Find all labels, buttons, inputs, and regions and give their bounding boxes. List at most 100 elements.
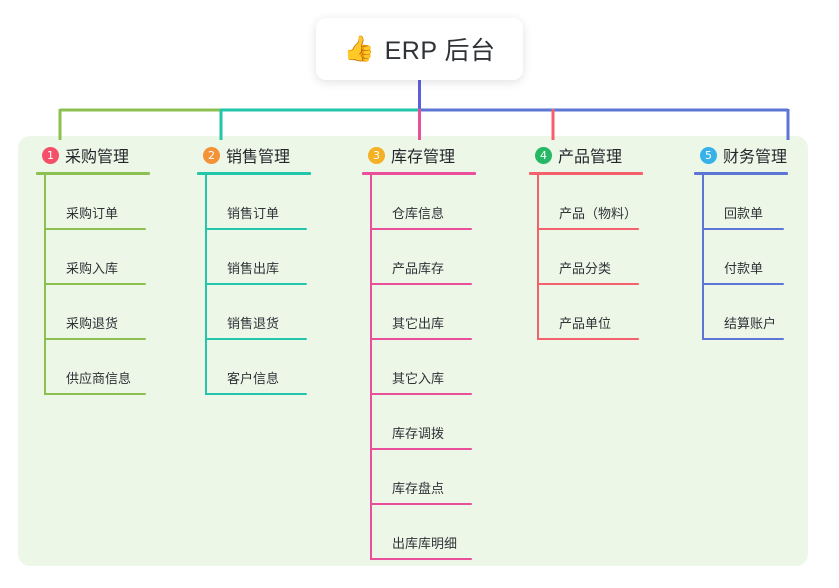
leaf-rule [205,283,307,285]
branch-title-1: 采购管理 [65,149,130,166]
leaf-rule [370,503,472,505]
branch-badge-5: 5 [700,146,717,164]
leaf-label: 供应商信息 [66,371,132,386]
leaf-item[interactable]: 回款单 [694,175,824,230]
branch-column-5: 5 财务管理回款单付款单结算账户 [694,142,824,340]
branch-badge-3: 3 [368,146,385,164]
branch-title-4: 产品管理 [558,149,623,166]
thumbs-up-icon: 👍 [343,34,375,63]
branch-spine-5 [702,175,704,340]
leaf-label: 产品单位 [559,316,612,331]
leaf-label: 库存盘点 [392,481,445,496]
leaf-label: 结算账户 [724,316,777,331]
leaf-rule [44,338,146,340]
leaf-item[interactable]: 产品库存 [362,230,512,285]
branch-spine-1 [44,175,46,395]
leaf-item[interactable]: 出库库明细 [362,505,512,560]
leaf-item[interactable]: 供应商信息 [36,340,186,395]
leaf-item[interactable]: 采购入库 [36,230,186,285]
leaf-item[interactable]: 销售退货 [197,285,347,340]
leaf-rule [537,228,639,230]
leaf-label: 销售出库 [227,261,280,276]
leaf-label: 产品库存 [392,261,445,276]
leaf-item[interactable]: 产品（物料） [529,175,679,230]
leaf-label: 销售退货 [227,316,280,331]
leaf-rule [537,338,639,340]
branch-title-2: 销售管理 [226,149,291,166]
branch-header-2[interactable]: 2 销售管理 [197,142,347,168]
leaf-label: 库存调拨 [392,426,445,441]
leaf-item[interactable]: 采购退货 [36,285,186,340]
leaf-item[interactable]: 库存调拨 [362,395,512,450]
leaf-rule [370,283,472,285]
leaf-label: 采购入库 [66,261,119,276]
leaf-item[interactable]: 采购订单 [36,175,186,230]
leaf-rule [370,228,472,230]
branch-badge-2: 2 [203,146,220,164]
branch-body-1: 采购订单采购入库采购退货供应商信息 [36,175,186,395]
branch-rule-3 [362,172,476,175]
branch-body-5: 回款单付款单结算账户 [694,175,824,340]
leaf-item[interactable]: 产品单位 [529,285,679,340]
branch-body-2: 销售订单销售出库销售退货客户信息 [197,175,347,395]
branch-header-4[interactable]: 4 产品管理 [529,142,679,168]
leaf-label: 仓库信息 [392,206,445,221]
branch-badge-4: 4 [535,146,552,164]
branch-title-3: 库存管理 [391,149,456,166]
leaf-label: 其它出库 [392,316,445,331]
leaf-item[interactable]: 产品分类 [529,230,679,285]
branch-badge-1: 1 [42,146,59,164]
branch-spine-3 [370,175,372,560]
leaf-rule [205,393,307,395]
branches-card [18,136,808,566]
branch-body-3: 仓库信息产品库存其它出库其它入库库存调拨库存盘点出库库明细 [362,175,512,560]
leaf-rule [205,228,307,230]
leaf-rule [44,393,146,395]
leaf-rule [370,448,472,450]
leaf-rule [537,283,639,285]
leaf-label: 采购退货 [66,316,119,331]
branch-rule-2 [197,172,311,175]
leaf-rule [702,283,784,285]
branch-spine-4 [537,175,539,340]
leaf-item[interactable]: 仓库信息 [362,175,512,230]
branch-header-3[interactable]: 3 库存管理 [362,142,512,168]
leaf-item[interactable]: 库存盘点 [362,450,512,505]
leaf-label: 采购订单 [66,206,119,221]
branch-column-3: 3 库存管理仓库信息产品库存其它出库其它入库库存调拨库存盘点出库库明细 [362,142,512,560]
branch-spine-2 [205,175,207,395]
leaf-rule [44,228,146,230]
leaf-label: 其它入库 [392,371,445,386]
leaf-label: 销售订单 [227,206,280,221]
leaf-label: 回款单 [724,206,764,221]
leaf-item[interactable]: 客户信息 [197,340,347,395]
branch-body-4: 产品（物料） 产品分类产品单位 [529,175,679,340]
branch-header-5[interactable]: 5 财务管理 [694,142,824,168]
branch-title-5: 财务管理 [723,149,788,166]
leaf-label: 产品（物料） [559,206,638,221]
leaf-label: 出库库明细 [392,536,458,551]
branch-rule-1 [36,172,150,175]
leaf-item[interactable]: 其它出库 [362,285,512,340]
leaf-item[interactable]: 销售订单 [197,175,347,230]
leaf-item[interactable]: 付款单 [694,230,824,285]
leaf-item[interactable]: 其它入库 [362,340,512,395]
leaf-rule [370,558,472,560]
leaf-label: 付款单 [724,261,764,276]
leaf-item[interactable]: 销售出库 [197,230,347,285]
leaf-rule [370,393,472,395]
root-node[interactable]: 👍 ERP 后台 [316,18,523,80]
branch-rule-5 [694,172,788,175]
leaf-label: 客户信息 [227,371,280,386]
branch-rule-4 [529,172,643,175]
branch-header-1[interactable]: 1 采购管理 [36,142,186,168]
leaf-label: 产品分类 [559,261,612,276]
leaf-item[interactable]: 结算账户 [694,285,824,340]
branch-column-1: 1 采购管理采购订单采购入库采购退货供应商信息 [36,142,186,395]
branch-column-4: 4 产品管理产品（物料） 产品分类产品单位 [529,142,679,340]
leaf-rule [205,338,307,340]
leaf-rule [702,228,784,230]
leaf-rule [702,338,784,340]
